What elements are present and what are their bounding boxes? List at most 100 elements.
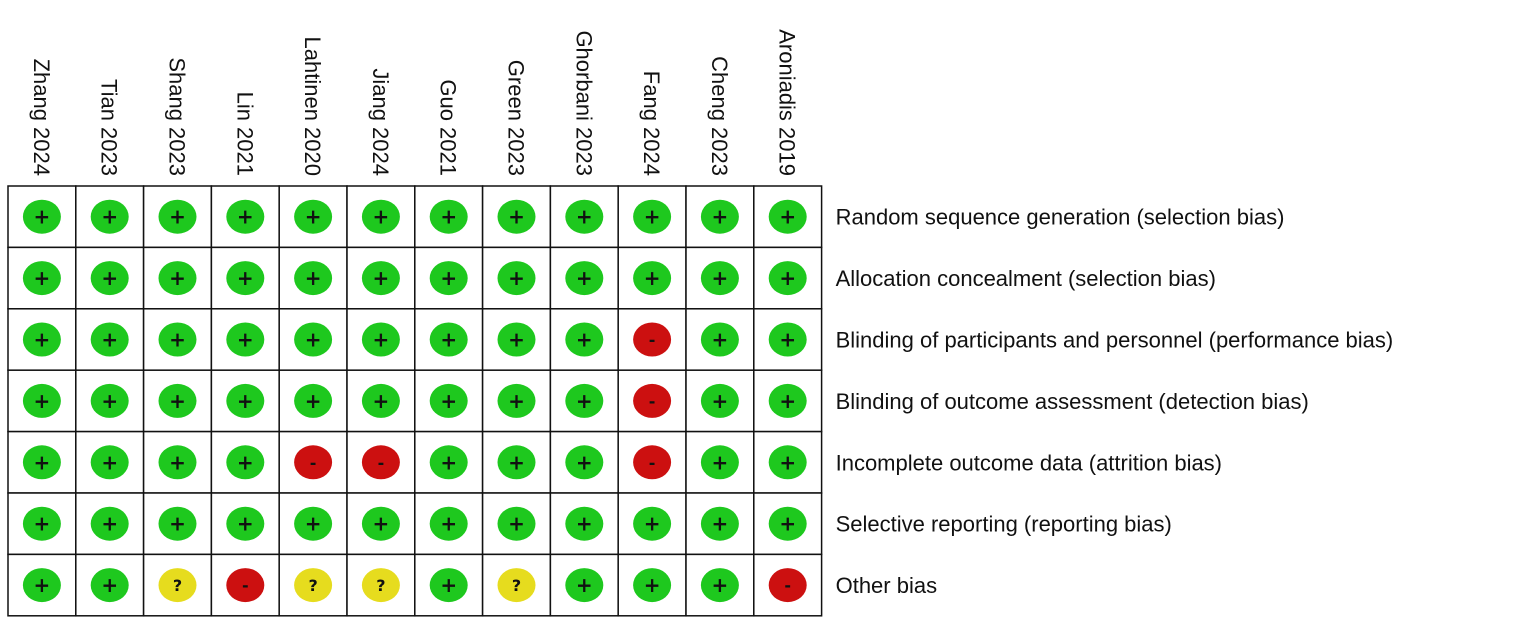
judgement-low-icon: + <box>429 322 468 357</box>
judgement-low-icon: + <box>361 261 400 296</box>
judgement-marker <box>768 383 807 418</box>
judgement-high-icon: - <box>294 445 333 480</box>
judgement-symbol: + <box>34 266 51 290</box>
judgement-marker <box>294 199 333 234</box>
judgement-marker <box>294 568 333 603</box>
judgement-symbol: + <box>237 328 254 352</box>
study-label: Fang 2024 <box>639 71 664 176</box>
judgement-high-icon: - <box>226 568 265 603</box>
judgement-symbol: + <box>779 328 796 352</box>
domain-label: Blinding of outcome assessment (detectio… <box>836 389 1309 414</box>
judgement-symbol: + <box>373 512 390 536</box>
judgement-symbol: + <box>644 205 661 229</box>
judgement-symbol: + <box>305 205 322 229</box>
judgement-symbol: + <box>34 389 51 413</box>
judgement-symbol: + <box>34 450 51 474</box>
judgement-low-icon: + <box>294 322 333 357</box>
judgement-symbol: ? <box>512 576 521 595</box>
judgement-marker <box>429 383 468 418</box>
judgement-symbol: + <box>779 450 796 474</box>
judgement-marker <box>90 261 129 296</box>
judgement-low-icon: + <box>294 261 333 296</box>
judgement-marker <box>22 568 61 603</box>
domain-labels: Random sequence generation (selection bi… <box>836 205 1394 598</box>
judgement-symbol: + <box>576 205 593 229</box>
judgement-low-icon: + <box>294 506 333 541</box>
judgement-marker <box>700 199 739 234</box>
judgement-low-icon: + <box>158 506 197 541</box>
judgement-marker <box>226 199 265 234</box>
judgement-marker <box>361 199 400 234</box>
judgement-symbol: + <box>169 328 186 352</box>
judgement-low-icon: + <box>700 261 739 296</box>
judgement-high-icon: - <box>768 568 807 603</box>
judgement-marker <box>22 445 61 480</box>
judgement-marker <box>633 261 672 296</box>
judgement-low-icon: + <box>633 199 672 234</box>
judgement-low-icon: + <box>429 506 468 541</box>
judgement-low-icon: + <box>22 322 61 357</box>
judgement-symbol: + <box>101 512 118 536</box>
judgement-low-icon: + <box>497 445 536 480</box>
judgement-marker <box>497 322 536 357</box>
judgement-marker <box>90 322 129 357</box>
judgement-marker <box>700 568 739 603</box>
judgement-symbol: + <box>779 205 796 229</box>
judgement-low-icon: + <box>633 568 672 603</box>
judgement-symbol: + <box>508 205 525 229</box>
judgement-symbol: + <box>237 266 254 290</box>
judgement-symbol: + <box>440 266 457 290</box>
judgement-low-icon: + <box>158 383 197 418</box>
judgement-symbol: + <box>644 266 661 290</box>
judgement-symbol: + <box>712 205 729 229</box>
study-label: Lahtinen 2020 <box>300 37 325 176</box>
judgement-marker <box>429 261 468 296</box>
judgement-marker <box>700 322 739 357</box>
judgement-marker <box>226 506 265 541</box>
judgement-low-icon: + <box>700 445 739 480</box>
judgement-unclear-icon: ? <box>361 568 400 603</box>
judgement-marker <box>429 506 468 541</box>
judgement-marker <box>497 506 536 541</box>
judgement-marker <box>700 383 739 418</box>
judgement-low-icon: + <box>700 322 739 357</box>
judgement-symbol: + <box>712 328 729 352</box>
judgement-marker <box>633 568 672 603</box>
domain-label: Allocation concealment (selection bias) <box>836 266 1216 291</box>
judgement-symbol: + <box>644 573 661 597</box>
judgement-symbol: + <box>237 205 254 229</box>
judgement-low-icon: + <box>429 199 468 234</box>
judgement-marker <box>497 261 536 296</box>
judgement-symbol: - <box>784 576 791 595</box>
judgement-marker <box>158 506 197 541</box>
judgement-symbol: + <box>440 573 457 597</box>
judgement-marker <box>565 568 604 603</box>
judgement-low-icon: + <box>90 506 129 541</box>
judgement-marker <box>294 322 333 357</box>
judgement-marker <box>429 445 468 480</box>
judgement-marker <box>226 568 265 603</box>
judgement-marker <box>294 261 333 296</box>
judgement-marker <box>497 445 536 480</box>
judgement-marker <box>226 322 265 357</box>
judgement-marker <box>700 445 739 480</box>
judgement-marker <box>294 383 333 418</box>
judgement-low-icon: + <box>565 322 604 357</box>
judgement-low-icon: + <box>226 383 265 418</box>
judgement-marker <box>22 199 61 234</box>
judgement-marker <box>768 261 807 296</box>
judgement-marker <box>90 383 129 418</box>
judgement-low-icon: + <box>429 568 468 603</box>
judgement-unclear-icon: ? <box>294 568 333 603</box>
judgement-symbol: + <box>305 328 322 352</box>
judgement-marker <box>226 261 265 296</box>
judgement-symbol: + <box>237 450 254 474</box>
judgement-low-icon: + <box>90 199 129 234</box>
judgement-marker <box>565 506 604 541</box>
judgement-marker <box>700 506 739 541</box>
judgement-low-icon: + <box>361 383 400 418</box>
judgement-symbol: + <box>305 266 322 290</box>
judgement-marker <box>565 322 604 357</box>
judgement-low-icon: + <box>22 199 61 234</box>
